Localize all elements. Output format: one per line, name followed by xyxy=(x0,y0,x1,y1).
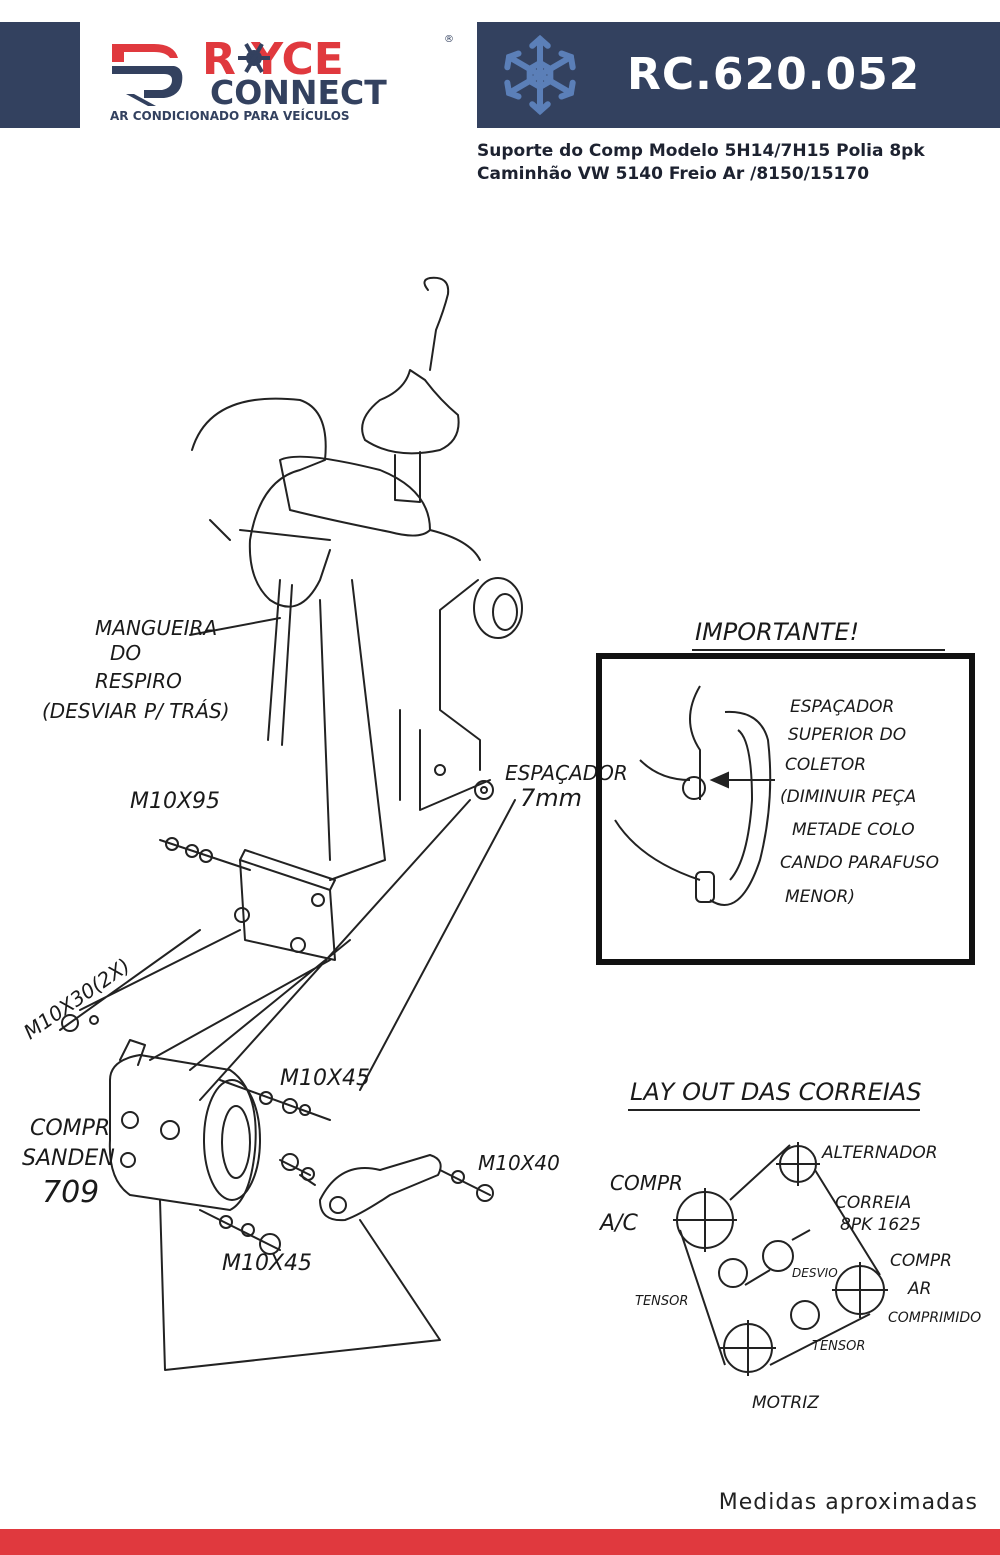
label-compr: COMPR xyxy=(30,1116,110,1141)
importante-note: IMPORTANTE! ESPAÇADOR SUPERIOR DO COLETO… xyxy=(596,618,975,965)
label-correia: CORREIA xyxy=(835,1193,911,1213)
label-mangueira-1: MANGUEIRA xyxy=(95,616,217,640)
product-code-panel: RC.620.052 xyxy=(477,22,1000,128)
logo-registered-mark: ® xyxy=(444,34,454,45)
importante-line-3: COLETOR xyxy=(785,755,866,775)
label-709: 709 xyxy=(42,1175,99,1210)
importante-line-6: CANDO PARAFUSO xyxy=(780,853,939,873)
label-compr-ar-2: AR xyxy=(907,1279,931,1299)
label-espacador-size: 7mm xyxy=(520,784,582,812)
importante-line-5: METADE COLO xyxy=(792,820,915,840)
bottom-accent-bar xyxy=(0,1529,1000,1555)
description-line-1: Suporte do Comp Modelo 5H14/7H15 Polia 8… xyxy=(477,141,925,161)
description-line-2: Caminhão VW 5140 Freio Ar /8150/15170 xyxy=(477,164,870,184)
royce-connect-logo: R YCE ® CONNECT AR CONDICIONADO PARA VEÍ… xyxy=(104,22,464,128)
label-compr-ac-2: A/C xyxy=(598,1211,638,1236)
importante-box xyxy=(596,653,975,965)
pulley-desvio xyxy=(762,1240,794,1272)
snowflake-icon xyxy=(504,34,576,116)
label-compr-ar-1: COMPR xyxy=(890,1251,952,1271)
label-mangueira-3: RESPIRO xyxy=(95,669,182,693)
label-mangueira-2: DO xyxy=(110,641,141,665)
importante-line-4: (DIMINUIR PEÇA xyxy=(780,787,916,807)
label-espacador: ESPAÇADOR xyxy=(505,761,628,785)
pulley-tensor-left xyxy=(718,1258,748,1288)
importante-line-1: ESPAÇADOR xyxy=(790,697,894,717)
label-m10x45-top: M10X45 xyxy=(280,1066,370,1091)
label-m10x40: M10X40 xyxy=(478,1151,560,1175)
importante-line-7: MENOR) xyxy=(785,887,855,907)
header-left-block xyxy=(0,22,80,128)
logo-tagline: AR CONDICIONADO PARA VEÍCULOS xyxy=(110,108,350,123)
part-labels: MANGUEIRA DO RESPIRO (DESVIAR P/ TRÁS) E… xyxy=(19,616,628,1276)
product-description: Suporte do Comp Modelo 5H14/7H15 Polia 8… xyxy=(477,140,992,186)
logo-word-connect: CONNECT xyxy=(210,73,387,112)
label-m10x95: M10X95 xyxy=(130,789,220,814)
label-sanden: SANDEN xyxy=(22,1146,115,1171)
logo-snowflake-icon xyxy=(238,43,270,73)
label-compr-ac-1: COMPR xyxy=(610,1171,683,1195)
label-m10x30: M10X30(2X) xyxy=(19,953,134,1044)
label-motriz: MOTRIZ xyxy=(752,1393,819,1413)
logo-word-royce: R YCE xyxy=(202,34,344,85)
importante-line-2: SUPERIOR DO xyxy=(788,725,906,745)
label-desvio: DESVIO xyxy=(792,1266,838,1280)
importante-title: IMPORTANTE! xyxy=(695,618,859,646)
label-mangueira-4: (DESVIAR P/ TRÁS) xyxy=(42,699,230,723)
belt-layout: LAY OUT DAS CORREIAS ALTERNADOR COMPR A/… xyxy=(598,1078,981,1413)
belt-layout-title: LAY OUT DAS CORREIAS xyxy=(630,1078,921,1106)
pulley-tensor-right xyxy=(790,1300,820,1330)
product-code: RC.620.052 xyxy=(627,49,921,100)
label-compr-ar-3: COMPRIMIDO xyxy=(888,1310,981,1326)
label-m10x45-bottom: M10X45 xyxy=(222,1251,312,1276)
footer-note: Medidas aproximadas xyxy=(718,1490,978,1515)
label-tensor-right: TENSOR xyxy=(812,1339,865,1354)
exploded-view-sketch xyxy=(59,276,523,1371)
label-correia-spec: 8PK 1625 xyxy=(840,1215,921,1235)
label-tensor-left: TENSOR xyxy=(635,1294,688,1309)
label-alternador: ALTERNADOR xyxy=(821,1143,938,1163)
technical-drawing: MANGUEIRA DO RESPIRO (DESVIAR P/ TRÁS) E… xyxy=(19,276,981,1413)
logo-graphic: R YCE ® CONNECT AR CONDICIONADO PARA VEÍ… xyxy=(110,34,454,123)
